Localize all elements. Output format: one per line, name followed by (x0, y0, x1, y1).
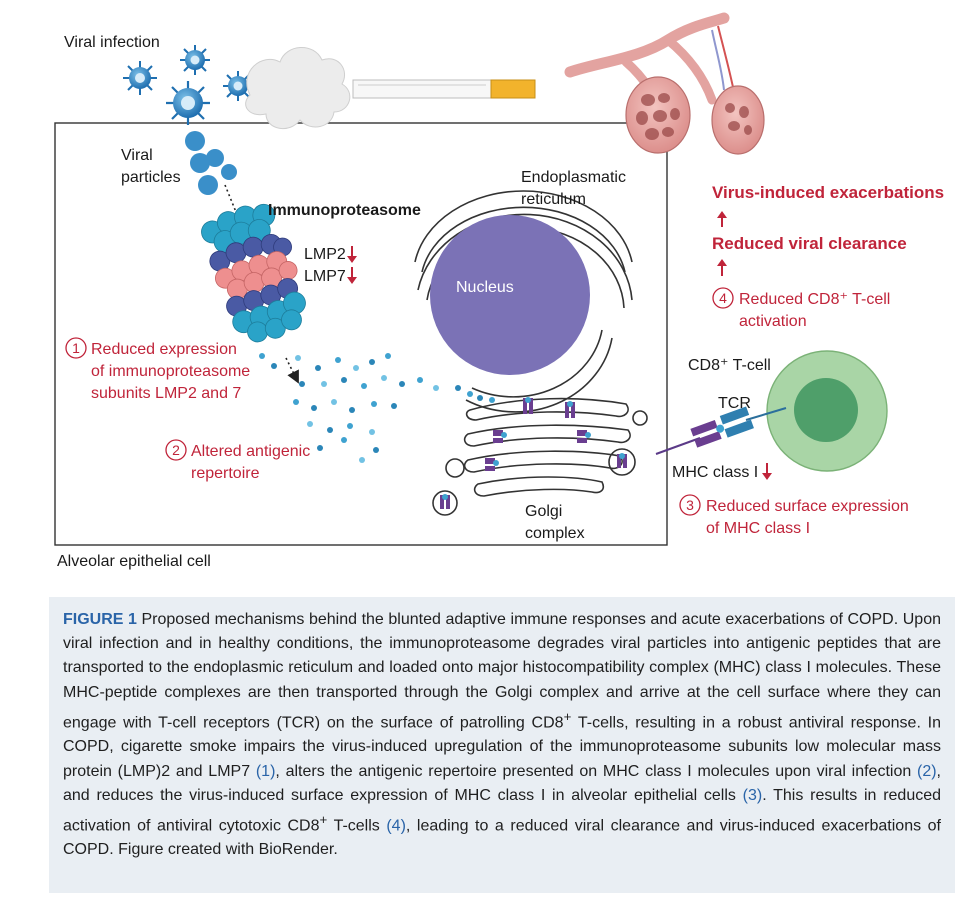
step-3-badge (679, 494, 701, 516)
alveolar-cell-outline (54, 122, 668, 546)
antigenic-peptides (259, 353, 495, 463)
caption-segment: , alters the antigenic repertoire presen… (275, 762, 917, 780)
label-er: Endoplasmatic (521, 169, 626, 186)
caption-ref-4[interactable]: (4) (386, 817, 406, 835)
mechanism-diagram: Viral infection Viral particles Immunopr… (54, 12, 944, 570)
caption-segment: T-cells (327, 817, 387, 835)
step-1-badge (65, 337, 87, 359)
cd8-t-cell (766, 350, 888, 472)
outcome-viral-clearance: Reduced viral clearance (712, 234, 907, 253)
down-arrow-icon (762, 463, 772, 480)
down-arrow-icon (347, 246, 357, 263)
caption-superscript: + (563, 708, 572, 724)
caption-segment: . This results in reduced activation of … (63, 786, 942, 835)
immunoproteasome-barrel (201, 203, 306, 343)
step-2-text: repertoire (191, 465, 260, 482)
label-lmp2: LMP2 (304, 246, 346, 263)
caption-segment: Proposed mechanisms behind the blunted a… (63, 611, 941, 732)
step-2-badge (165, 439, 187, 461)
caption-ref-1[interactable]: (1) (255, 762, 276, 780)
caption-ref-2[interactable]: (2) (916, 762, 937, 780)
step-4-text: activation (739, 313, 807, 330)
step-1-text: of immunoproteasome (91, 363, 250, 380)
nucleus (430, 215, 590, 375)
golgi-complex (432, 397, 648, 516)
caption-segment: , and reduces the virus-induced surface … (63, 762, 941, 804)
label-cd8-t-cell: CD8⁺ T-cell (688, 357, 771, 374)
caption-label: FIGURE 1 (63, 611, 137, 628)
up-arrow-icon (717, 259, 727, 276)
down-arrow-icon (347, 267, 357, 284)
entry-arrow (224, 184, 237, 213)
smoke-cloud-icon (245, 47, 351, 129)
caption-text: FIGURE 1 Proposed mechanisms behind the … (63, 608, 941, 863)
caption-segment: , leading to a reduced viral clearance a… (63, 817, 941, 859)
alveoli-icon (564, 12, 765, 155)
label-viral-particles: particles (121, 169, 181, 186)
label-immunoproteasome: Immunoproteasome (268, 202, 421, 219)
step-2-number: 2 (172, 442, 180, 458)
label-tcr: TCR (718, 395, 751, 412)
step-4-badge (712, 287, 734, 309)
step-1-text: subunits LMP2 and 7 (91, 385, 241, 402)
label-nucleus: Nucleus (456, 279, 514, 296)
caption-ref-3[interactable]: (3) (742, 786, 763, 804)
label-er: reticulum (521, 191, 586, 208)
label-viral-infection: Viral infection (64, 34, 160, 51)
virus-icon (180, 45, 210, 75)
label-golgi: complex (525, 525, 585, 542)
virus-icon (123, 61, 157, 95)
cigarette-icon (352, 79, 536, 99)
label-golgi: Golgi (525, 503, 562, 520)
step-3-text: of MHC class I (706, 520, 810, 537)
step-4-text: Reduced CD8⁺ T-cell (739, 291, 890, 308)
label-lmp7: LMP7 (304, 268, 346, 285)
exit-arrow (285, 357, 299, 384)
label-mhc-class-i: MHC class I (672, 464, 758, 481)
caption-segment: T-cells, resulting in a robust antiviral… (63, 714, 942, 780)
mhc-complexes (440, 397, 627, 509)
step-3-text: Reduced surface expression (706, 498, 909, 515)
step-1-number: 1 (72, 340, 80, 356)
caption-superscript: + (319, 811, 328, 827)
virus-icon (166, 81, 210, 125)
step-1-text: Reduced expression (91, 341, 237, 358)
step-2-text: Altered antigenic (191, 443, 310, 460)
label-alveolar-cell: Alveolar epithelial cell (57, 553, 211, 570)
figure-caption: FIGURE 1 Proposed mechanisms behind the … (49, 597, 955, 893)
viral-particles (185, 131, 237, 195)
outcome-exacerbations: Virus-induced exacerbations (712, 183, 944, 202)
step-3-number: 3 (686, 497, 694, 513)
label-viral-particles: Viral (121, 147, 153, 164)
tcr-mhc-engagement (655, 406, 787, 455)
step-4-number: 4 (719, 290, 727, 306)
up-arrow-icon (717, 211, 727, 227)
